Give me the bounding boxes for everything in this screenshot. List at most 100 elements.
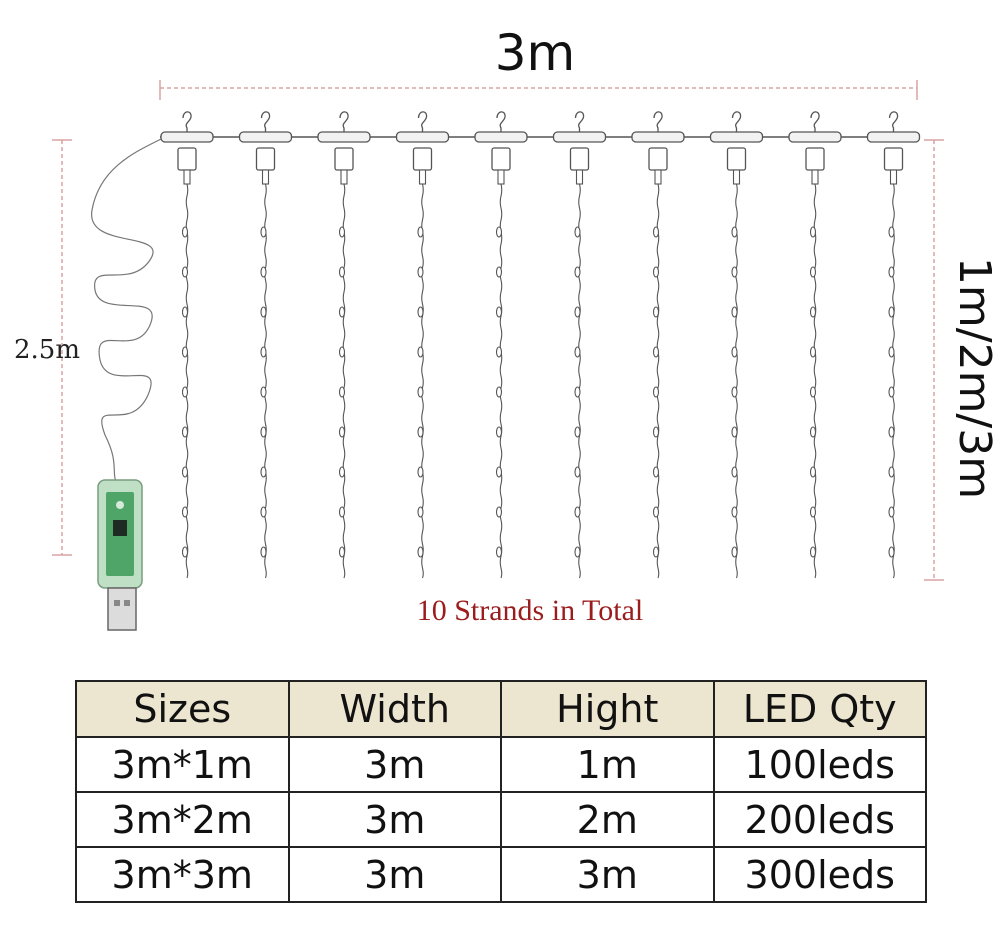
cord-dimension-line [52, 139, 72, 556]
led-bead [888, 386, 895, 398]
led-bead [260, 306, 267, 318]
led-bead [731, 546, 738, 558]
strand [474, 111, 528, 579]
led-bead [731, 506, 738, 518]
hook-icon [574, 111, 585, 134]
led-bead [181, 386, 189, 398]
strand-wire [813, 183, 817, 579]
strand-wire [264, 183, 267, 579]
strand [866, 111, 921, 579]
led-bead [338, 346, 346, 358]
led-bead [260, 466, 267, 478]
led-bead [181, 346, 189, 358]
led-bead [652, 266, 660, 278]
strand [631, 111, 685, 579]
led-bead [888, 466, 895, 478]
plug [883, 147, 904, 171]
led-bead [260, 266, 267, 278]
led-bead [809, 506, 817, 518]
led-bead [417, 306, 424, 318]
header-sizes: Sizes [75, 680, 290, 738]
led-bead [417, 466, 424, 478]
connector [631, 131, 685, 143]
led-bead [574, 346, 581, 358]
hook-icon [260, 111, 271, 134]
led-bead [574, 506, 581, 518]
cell-width: 3m [287, 736, 502, 793]
led-bead [260, 506, 267, 518]
led-bead [652, 426, 660, 438]
led-bead [338, 546, 346, 558]
strand [317, 111, 371, 579]
led-bead [731, 346, 738, 358]
size-spec-table: Sizes Width Hight LED Qty 3m*1m 3m 1m 10… [75, 680, 927, 903]
led-bead [495, 466, 503, 478]
led-bead [495, 346, 503, 358]
cell-size: 3m*2m [75, 791, 290, 848]
led-bead [495, 546, 503, 558]
plug-neck [261, 169, 270, 185]
strand-wire [421, 183, 424, 579]
hook-icon [653, 111, 663, 134]
led-bead [181, 266, 189, 278]
led-bead [338, 226, 346, 238]
width-dimension-label: 3m [495, 24, 576, 82]
light-strands [160, 111, 921, 579]
plug [334, 147, 354, 171]
led-bead [652, 346, 660, 358]
connector [317, 131, 371, 143]
led-bead [809, 346, 817, 358]
led-bead [809, 306, 817, 318]
plug [412, 147, 433, 171]
header-height: Hight [500, 680, 715, 738]
cell-width: 3m [287, 791, 502, 848]
led-bead [338, 506, 346, 518]
led-bead [495, 506, 503, 518]
plug-neck [340, 169, 348, 185]
led-bead [260, 546, 267, 558]
strand-wire [892, 183, 895, 579]
connector [395, 131, 450, 143]
plug-neck [732, 169, 741, 185]
led-bead [417, 226, 424, 238]
strand-wire [656, 183, 660, 579]
cell-height: 2m [500, 791, 715, 848]
led-bead [731, 306, 738, 318]
led-bead [731, 226, 738, 238]
led-bead [338, 386, 346, 398]
led-bead [888, 306, 895, 318]
led-bead [417, 506, 424, 518]
led-bead [888, 346, 895, 358]
led-bead [574, 546, 581, 558]
strand [709, 111, 764, 579]
strand-wire [499, 183, 503, 579]
led-bead [338, 426, 346, 438]
height-dimension-label: 1m/2m/3m [949, 257, 1000, 499]
header-width: Width [287, 680, 502, 738]
led-bead [652, 506, 660, 518]
plug [255, 147, 276, 171]
cell-size: 3m*3m [75, 846, 290, 903]
led-bead [652, 306, 660, 318]
plug-neck [575, 169, 584, 185]
strand [160, 111, 214, 579]
plug-neck [654, 169, 662, 185]
led-bead [417, 386, 424, 398]
header-led-qty: LED Qty [712, 680, 927, 738]
led-bead [181, 466, 189, 478]
led-bead [495, 426, 503, 438]
led-bead [888, 426, 895, 438]
plug-neck [497, 169, 505, 185]
strand [395, 111, 450, 579]
led-bead [417, 426, 424, 438]
led-bead [809, 386, 817, 398]
plug [648, 147, 668, 171]
table-header-row: Sizes Width Hight LED Qty [75, 680, 927, 738]
led-bead [574, 426, 581, 438]
led-bead [809, 466, 817, 478]
strand [788, 111, 842, 579]
led-bead [417, 346, 424, 358]
plug-neck [889, 169, 898, 185]
led-bead [495, 266, 503, 278]
usb-controller [97, 479, 143, 631]
